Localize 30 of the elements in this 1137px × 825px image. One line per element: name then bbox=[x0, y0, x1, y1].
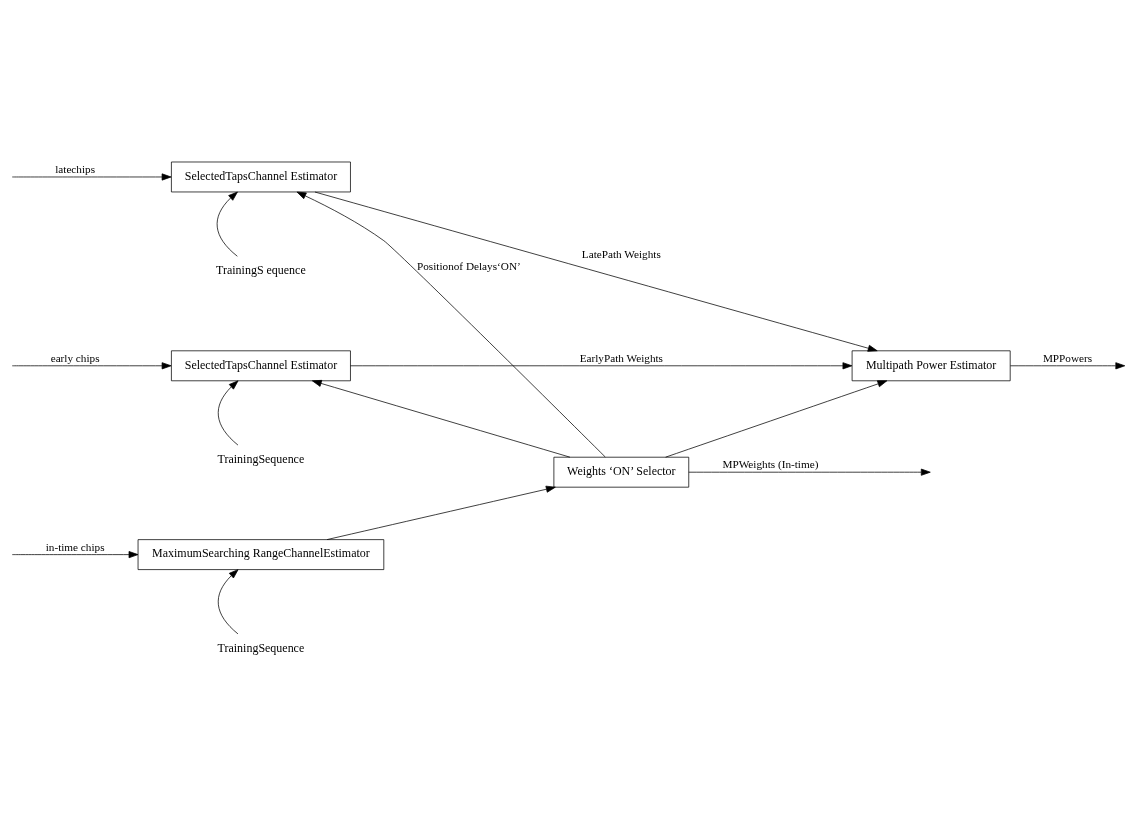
edge-label: in-time chips bbox=[45, 540, 105, 553]
arrow bbox=[216, 191, 238, 257]
edge-label: EarlyPath Weights bbox=[579, 351, 663, 364]
arrow bbox=[217, 379, 239, 445]
arrow bbox=[326, 485, 556, 540]
arrow bbox=[11, 550, 139, 558]
edge-label: Positionof Delays‘ON’ bbox=[416, 259, 521, 272]
arrow bbox=[11, 172, 172, 180]
edge-label: early chips bbox=[50, 351, 100, 364]
arrow bbox=[688, 468, 931, 476]
node-box: SelectedTapsChannel Estimator bbox=[171, 161, 351, 192]
edge-label: LatePath Weights bbox=[581, 247, 661, 260]
node-text: TrainingS equence bbox=[216, 262, 306, 277]
node-box: SelectedTapsChannel Estimator bbox=[171, 349, 351, 381]
arrow bbox=[11, 361, 172, 369]
arrow bbox=[665, 379, 888, 458]
edge-label: MPWeights (In-time) bbox=[722, 457, 819, 470]
arrow bbox=[350, 361, 853, 369]
arrow bbox=[296, 191, 606, 457]
node-text: TrainingSequence bbox=[217, 640, 305, 655]
edge-label: latechips bbox=[55, 162, 96, 175]
arrow bbox=[1010, 361, 1126, 369]
node-box: Weights ‘ON’ Selector bbox=[553, 456, 690, 488]
node-text: TrainingSequence bbox=[217, 451, 305, 466]
arrow bbox=[314, 191, 878, 352]
edge-label: MPPowers bbox=[1042, 351, 1093, 364]
node-box: Multipath Power Estimator bbox=[851, 349, 1011, 381]
node-box: MaximumSearching RangeChannelEstimator bbox=[137, 538, 385, 570]
arrow bbox=[217, 568, 239, 634]
arrow bbox=[311, 379, 571, 458]
